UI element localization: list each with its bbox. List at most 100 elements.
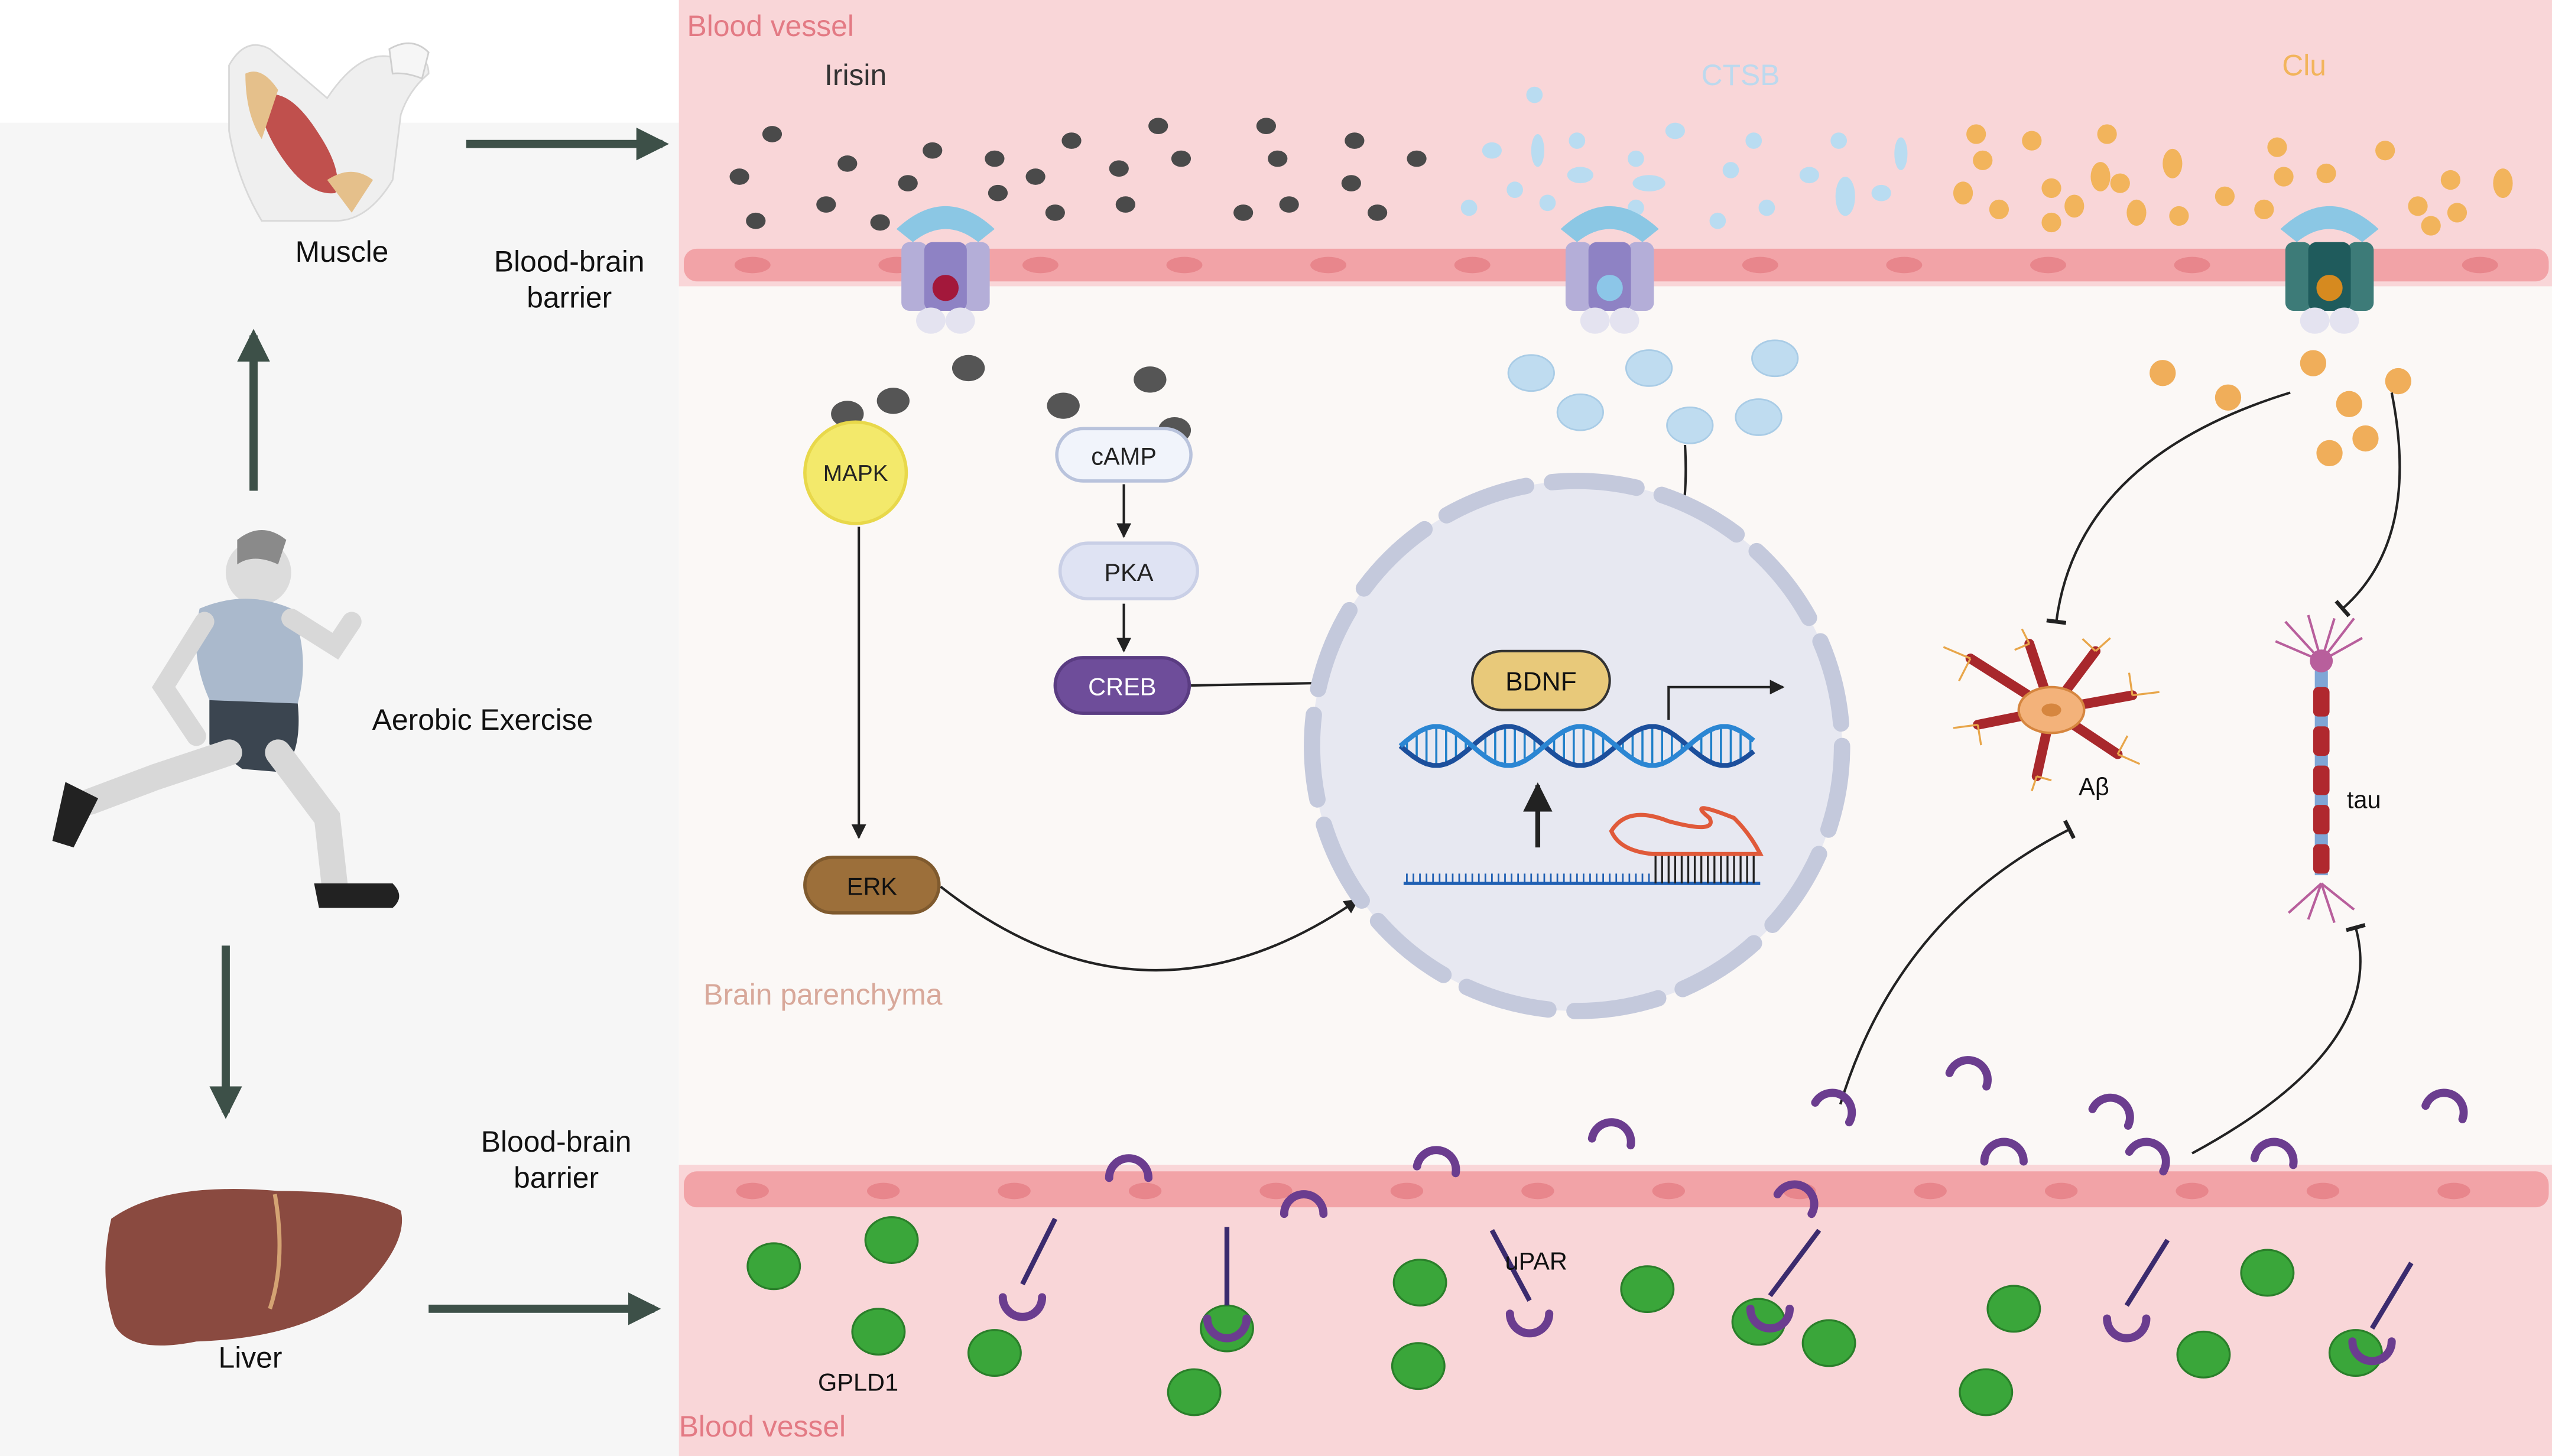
clu-particle — [2041, 178, 2061, 198]
arrow-erk-to-nucleus — [940, 885, 1359, 972]
upar-particle — [1811, 1088, 1856, 1127]
irisin-particle — [923, 142, 943, 159]
ctsb-particle — [1569, 132, 1586, 149]
irisin-particle — [1171, 150, 1191, 167]
myelin-segment — [2313, 844, 2330, 874]
endothelial-nucleus — [1310, 256, 1347, 274]
endothelial-nucleus — [1390, 1182, 1424, 1200]
bbb-top-label-line2: barrier — [527, 281, 612, 314]
gpld1-particle — [2176, 1330, 2231, 1379]
ctsb-particle — [1632, 175, 1665, 191]
ctsb-particle — [1556, 393, 1604, 431]
endothelial-nucleus — [1886, 256, 1923, 274]
upar-particle — [2125, 1138, 2170, 1176]
clu-particle — [1989, 199, 2009, 219]
clu-particle — [2110, 173, 2130, 193]
neuron-dendrite — [2275, 640, 2322, 662]
irisin-particle — [1268, 150, 1288, 167]
clu-particle — [2493, 168, 2513, 198]
bbb-bottom-label-line1: Blood-brain — [481, 1125, 632, 1158]
ctsb-particle — [1830, 132, 1848, 149]
upar-particle — [1980, 1138, 2028, 1166]
ctsb-particle — [1745, 132, 1762, 149]
gpld1-particle — [1391, 1342, 1446, 1390]
dna-strand — [1398, 724, 1755, 768]
inhibit-upar-to-abeta — [1839, 820, 2076, 1105]
liver-icon — [105, 1189, 402, 1346]
ctsb-particle — [1665, 122, 1685, 139]
irisin-particle — [1109, 160, 1129, 177]
running-person-icon — [52, 530, 400, 908]
clu-particle — [2215, 384, 2242, 411]
axon-terminal — [2320, 882, 2355, 911]
inhibit-upar-to-tau — [2191, 923, 2366, 1155]
axon-terminal — [2320, 883, 2336, 924]
arm-muscle-icon — [228, 42, 430, 222]
neuron-dendrite — [2320, 618, 2355, 662]
irisin-particle — [1256, 118, 1276, 135]
clu-particle — [2064, 194, 2085, 218]
clu-particle — [2274, 167, 2294, 187]
clu-particle — [2150, 360, 2176, 386]
ctsb-particle — [1758, 199, 1775, 216]
brain-parenchyma-label: Brain parenchyma — [703, 978, 942, 1011]
receptor-subunit — [2285, 242, 2312, 311]
bottom-endothelium — [684, 1171, 2549, 1208]
aerobic-exercise-label: Aerobic Exercise — [372, 703, 593, 736]
ctsb-particle — [1506, 181, 1523, 198]
endothelial-nucleus — [2176, 1182, 2209, 1200]
gpld1-particle — [1392, 1259, 1447, 1306]
receptor-ligand — [2316, 275, 2343, 301]
irisin-particle — [746, 212, 766, 229]
clu-particles — [1953, 124, 2513, 236]
upar-particle — [1280, 1190, 1328, 1218]
ctsb-particle — [1722, 162, 1739, 178]
gpld1-particle — [1986, 1285, 2041, 1333]
astrocyte-branch — [2128, 672, 2160, 697]
ctsb-particle — [1666, 406, 1714, 444]
clu-particle — [2447, 203, 2467, 223]
receptor-cap — [2280, 206, 2379, 242]
upar-anchored-particle — [2103, 1314, 2151, 1343]
ctsb-particle — [1625, 349, 1673, 387]
upar-anchored-particle — [1203, 1314, 1251, 1343]
irisin-particles — [729, 118, 1427, 231]
irisin-particle — [1148, 118, 1168, 135]
transcription-arrow — [1667, 680, 1785, 720]
irisin-particle — [1341, 175, 1361, 191]
endothelial-nucleus — [2030, 256, 2066, 274]
endothelial-nucleus — [2437, 1182, 2470, 1200]
ctsb-receptor — [1560, 206, 1659, 334]
muscle-label: Muscle — [296, 235, 389, 268]
gpi-anchor — [2124, 1239, 2170, 1307]
receptor-subunit — [1628, 242, 1654, 311]
irisin-particle — [1061, 132, 1082, 149]
irisin-particle — [952, 355, 985, 382]
creb-label: CREB — [1088, 673, 1156, 701]
myelin-segment — [2313, 687, 2330, 717]
ctsb-particle — [1871, 184, 1891, 202]
inhibit-clu-to-tau — [2335, 392, 2401, 618]
pka-node: PKA — [1058, 541, 1199, 601]
endothelial-nucleus — [1166, 256, 1203, 274]
receptor-base — [916, 307, 946, 334]
endothelial-nucleus — [736, 1182, 769, 1200]
ctsb-particle — [1539, 194, 1556, 212]
irisin-particle — [1345, 132, 1365, 149]
clu-particle — [2336, 391, 2362, 417]
ctsb-particle — [1709, 212, 1726, 229]
blood-vessel-top-label: Blood vessel — [687, 9, 854, 43]
gpld1-particle — [746, 1242, 801, 1291]
receptor-base — [945, 307, 975, 334]
upar-particle — [1773, 1180, 1819, 1218]
clu-parenchyma-particles — [2150, 350, 2411, 467]
upar-particle — [2421, 1088, 2468, 1123]
irisin-receptor — [896, 206, 995, 334]
axon-terminal — [2307, 883, 2323, 920]
irisin-particle — [898, 175, 918, 191]
endothelial-nucleus — [2174, 256, 2210, 274]
clu-particle — [2385, 368, 2411, 395]
irisin-particle — [988, 184, 1008, 202]
upar-particle — [1945, 1056, 1992, 1091]
